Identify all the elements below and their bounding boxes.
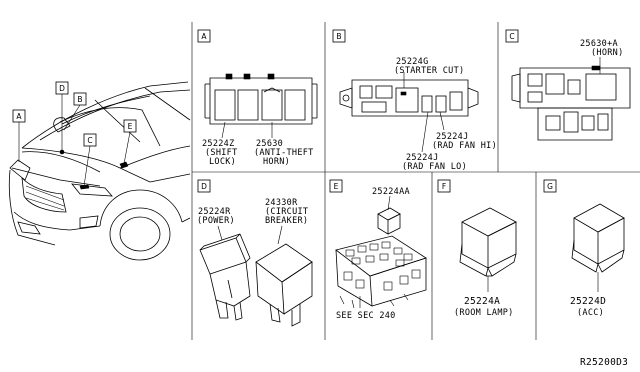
callout-C-letter: C — [87, 136, 92, 145]
mini-relay — [377, 207, 401, 235]
part-25630A-number: 25630+A — [580, 39, 618, 49]
vehicle-illustration — [8, 81, 191, 261]
part-25224J-lo-number: 25224J — [406, 153, 439, 163]
part-25224G-desc: (STARTER CUT) — [394, 66, 464, 76]
panel-B-letter: B — [336, 32, 341, 41]
panel-A: A 25224Z (SHIFT LOCK) 25630 (ANTI-THEFT … — [197, 29, 318, 167]
panel-F-letter: F — [442, 182, 446, 191]
panel-grid — [191, 22, 640, 340]
junction-box — [335, 235, 427, 309]
panel-E: E 25224AA — [329, 179, 427, 321]
callout-leaders — [18, 94, 131, 187]
panel-A-letter: A — [201, 32, 207, 41]
panel-G-letter: G — [547, 182, 553, 191]
panel-G: G 25224D (ACC) — [543, 179, 625, 318]
part-25630-desc2: HORN) — [263, 157, 290, 167]
part-25224A-number: 25224A — [464, 296, 500, 307]
panel-D: D 25224R (POWER) 24330R (CIRCUIT BREAKER… — [197, 179, 313, 327]
see-sec-240: SEE SEC 240 — [336, 311, 396, 321]
part-25224D-number: 25224D — [570, 296, 606, 307]
part-25224Z-desc1: (SHIFT — [205, 148, 238, 158]
part-25224J-hi-desc: (RAD FAN HI) — [432, 141, 497, 151]
panel-C: C 25630+A (HORN) — [505, 29, 631, 141]
callout-E: E — [123, 119, 137, 133]
part-25630-number: 25630 — [256, 139, 283, 149]
circuit-breaker — [255, 243, 313, 327]
relay-block-B — [339, 79, 479, 117]
part-25224J-lo-desc: (RAD FAN LO) — [402, 162, 467, 172]
relay-block-A — [204, 73, 318, 125]
part-25224Z-number: 25224Z — [202, 139, 235, 149]
part-25630-desc1: (ANTI-THEFT — [254, 148, 314, 158]
power-relay — [199, 233, 251, 321]
room-lamp-relay — [459, 207, 517, 277]
callout-D-letter: D — [59, 84, 65, 93]
part-25224AA-number: 25224AA — [372, 187, 410, 197]
part-25224A-desc: (ROOM LAMP) — [454, 308, 514, 318]
part-25224Z-desc2: LOCK) — [209, 157, 236, 167]
diagram-code: R25200D3 — [580, 357, 628, 368]
acc-relay — [571, 203, 625, 273]
callout-D: D — [55, 81, 69, 95]
callout-A-letter: A — [16, 112, 22, 121]
callout-B: B — [73, 92, 87, 106]
relay-block-C — [511, 65, 631, 141]
part-25224J-hi-number: 25224J — [436, 132, 469, 142]
callout-A: A — [12, 109, 26, 123]
part-24330R-desc1: (CIRCUIT — [265, 207, 308, 217]
part-25224R-number: 25224R — [198, 207, 231, 217]
part-25224R-desc: (POWER) — [197, 216, 235, 226]
part-25224G-number: 25224G — [396, 57, 429, 67]
panel-F: F 25224A (ROOM LAMP) — [437, 179, 517, 318]
part-25630A-desc: (HORN) — [591, 48, 624, 58]
part-24330R-number: 24330R — [265, 198, 298, 208]
panel-D-letter: D — [201, 182, 207, 191]
callout-B-letter: B — [77, 95, 82, 104]
callout-E-letter: E — [128, 122, 133, 131]
panel-C-letter: C — [509, 32, 514, 41]
part-24330R-desc2: BREAKER) — [265, 216, 308, 226]
panel-B: B 25224G (STARTER CUT) 25224J (RAD FAN H… — [332, 29, 497, 172]
part-25224D-desc: (ACC) — [577, 308, 604, 318]
panel-E-letter: E — [334, 182, 339, 191]
callout-C: C — [83, 133, 97, 147]
